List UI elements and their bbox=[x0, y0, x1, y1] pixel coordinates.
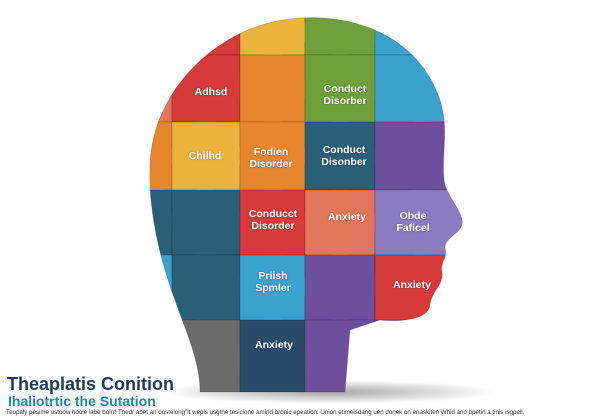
caption-text: Teopaly pesime ustoow hoole labe bolrr! … bbox=[6, 409, 525, 416]
puzzle-piece bbox=[171, 17, 241, 56]
page-subtitle: Ihaliotrtic the Sutation bbox=[8, 393, 156, 409]
puzzle-piece bbox=[239, 54, 306, 123]
puzzle-piece bbox=[149, 54, 173, 123]
puzzle-label-anxiety-1: Anxiety bbox=[328, 211, 366, 223]
puzzle-label-anxiety-2: Anxiety bbox=[393, 279, 431, 291]
puzzle-piece bbox=[374, 54, 463, 123]
puzzle-knob bbox=[413, 311, 432, 329]
puzzle-label-adhsd: Adhsd bbox=[194, 86, 228, 98]
puzzle-piece bbox=[304, 189, 376, 256]
puzzle-knob bbox=[163, 23, 181, 42]
puzzle-piece bbox=[239, 121, 306, 191]
puzzle-piece bbox=[171, 254, 241, 321]
puzzle-knob bbox=[366, 351, 384, 369]
puzzle-knob bbox=[149, 46, 165, 64]
puzzle-piece bbox=[239, 254, 306, 321]
puzzle-piece bbox=[239, 189, 306, 256]
page-title: Theaplatis Conition bbox=[7, 374, 175, 394]
puzzle-piece bbox=[374, 121, 463, 191]
puzzle-piece bbox=[149, 17, 173, 56]
puzzle-label-chilhd: Chilhd bbox=[188, 150, 222, 162]
puzzle-piece bbox=[239, 319, 306, 393]
puzzle-piece bbox=[304, 254, 376, 321]
puzzle-knob bbox=[163, 351, 181, 369]
puzzle-knob bbox=[149, 311, 165, 329]
head-outline bbox=[149, 17, 463, 393]
puzzle-piece bbox=[171, 121, 241, 191]
puzzle-piece bbox=[149, 254, 173, 321]
puzzle-piece bbox=[171, 189, 241, 256]
puzzle-label-anxiety-3: Anxiety bbox=[255, 339, 293, 351]
puzzle-piece bbox=[374, 17, 463, 56]
